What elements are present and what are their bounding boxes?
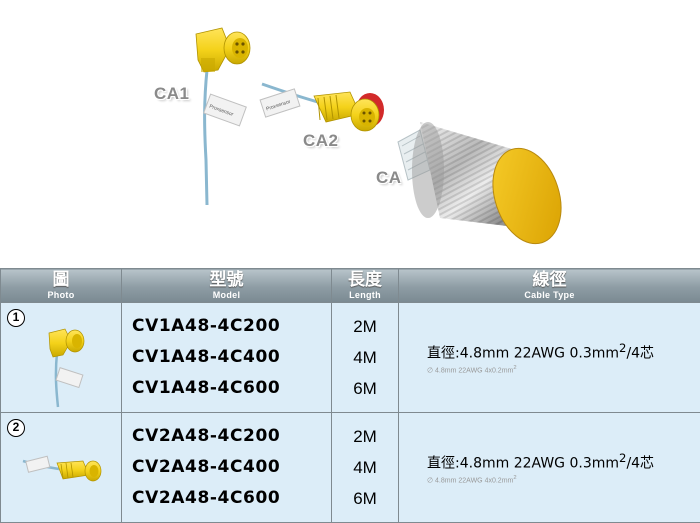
length-value: 4M — [353, 458, 377, 477]
ca1-cable — [203, 69, 209, 206]
ca2-connector — [313, 91, 384, 132]
cable-spec-en-text: ∅ 4.8mm 22AWG 4x0.2mm — [427, 366, 514, 374]
callout-ca: CA — [376, 168, 402, 187]
cable-spec-zh: 直徑:4.8mm 22AWG 0.3mm2/4芯 — [427, 451, 700, 473]
cable-spec-table: 圖 Photo 型號 Model 長度 Length 線徑 Cable Type… — [0, 268, 700, 523]
ca-sensor — [397, 122, 562, 245]
cable-spec-en: ∅ 4.8mm 22AWG 4x0.2mm2 — [427, 475, 700, 484]
photo-cell: 1 — [0, 302, 122, 413]
model-code: CV2A48-4C200 — [132, 426, 281, 446]
length-value: 4M — [353, 348, 377, 367]
ca1-cable-label: Proxsensor — [203, 93, 247, 127]
photo-cell: 2 — [0, 412, 122, 523]
header-main: 長度 — [348, 270, 382, 290]
header-sub: Model — [212, 290, 241, 300]
cable-spec-en: ∅ 4.8mm 22AWG 4x0.2mm2 — [427, 365, 700, 374]
cable-spec-zh: 直徑:4.8mm 22AWG 0.3mm2/4芯 — [427, 341, 700, 363]
cable-spec-zh-text: 直徑:4.8mm 22AWG 0.3mm — [427, 345, 620, 362]
model-code: CV1A48-4C400 — [132, 347, 281, 367]
angled-connector-thumbnail — [48, 328, 85, 408]
cable-spec-en-text: ∅ 4.8mm 22AWG 4x0.2mm — [427, 476, 514, 484]
superscript: 2 — [619, 451, 627, 465]
row-number-badge: 2 — [7, 419, 25, 437]
superscript: 2 — [619, 341, 627, 355]
model-code: CV1A48-4C200 — [132, 316, 281, 336]
cable-spec-zh-text: 直徑:4.8mm 22AWG 0.3mm — [427, 455, 620, 472]
header-sub: Length — [349, 290, 381, 300]
cable-type-cell: 直徑:4.8mm 22AWG 0.3mm2/4芯 ∅ 4.8mm 22AWG 4… — [398, 302, 700, 413]
header-cable-type: 線徑 Cable Type — [398, 268, 700, 303]
model-code: CV2A48-4C400 — [132, 457, 281, 477]
straight-connector-thumbnail — [22, 455, 102, 482]
header-sub: Cable Type — [524, 290, 575, 300]
length-value: 2M — [353, 427, 377, 446]
row-number-badge: 1 — [7, 309, 25, 327]
table-row: 2 CV2A48-4C200 CV2A48-4C400 CV2A48-4C600… — [0, 412, 700, 523]
header-main: 圖 — [52, 270, 70, 290]
model-cell: CV2A48-4C200 CV2A48-4C400 CV2A48-4C600 — [121, 412, 332, 523]
model-code: CV2A48-4C600 — [132, 488, 281, 508]
length-cell: 2M 4M 6M — [331, 412, 399, 523]
header-photo: 圖 Photo — [0, 268, 122, 303]
header-length: 長度 Length — [331, 268, 399, 303]
length-cell: 2M 4M 6M — [331, 302, 399, 413]
table-row: 1 CV1A48-4C200 CV1A48-4C400 CV1A48-4C600… — [0, 302, 700, 413]
callout-ca2: CA2 — [303, 131, 339, 150]
model-cell: CV1A48-4C200 CV1A48-4C400 CV1A48-4C600 — [121, 302, 332, 413]
ca2-cable-label: Proxsensor — [259, 88, 301, 118]
cable-spec-zh-suffix: /4芯 — [626, 345, 655, 362]
cable-spec-zh-suffix: /4芯 — [626, 455, 655, 472]
product-illustration: Proxsensor Proxsensor — [154, 27, 562, 245]
header-main: 型號 — [209, 270, 244, 290]
superscript: 2 — [513, 364, 517, 371]
length-value: 6M — [353, 379, 377, 398]
header-sub: Photo — [47, 290, 75, 300]
cable-type-cell: 直徑:4.8mm 22AWG 0.3mm2/4芯 ∅ 4.8mm 22AWG 4… — [398, 412, 700, 523]
table-header-row: 圖 Photo 型號 Model 長度 Length 線徑 Cable Type — [0, 268, 700, 303]
ca1-connector — [195, 27, 251, 73]
length-value: 2M — [353, 317, 377, 336]
connector-sensor-drawing: Proxsensor Proxsensor — [195, 27, 562, 245]
header-model: 型號 Model — [121, 268, 332, 303]
superscript: 2 — [513, 474, 517, 481]
length-value: 6M — [353, 489, 377, 508]
header-main: 線徑 — [532, 270, 567, 290]
callout-ca1: CA1 — [154, 84, 190, 103]
model-code: CV1A48-4C600 — [132, 378, 281, 398]
